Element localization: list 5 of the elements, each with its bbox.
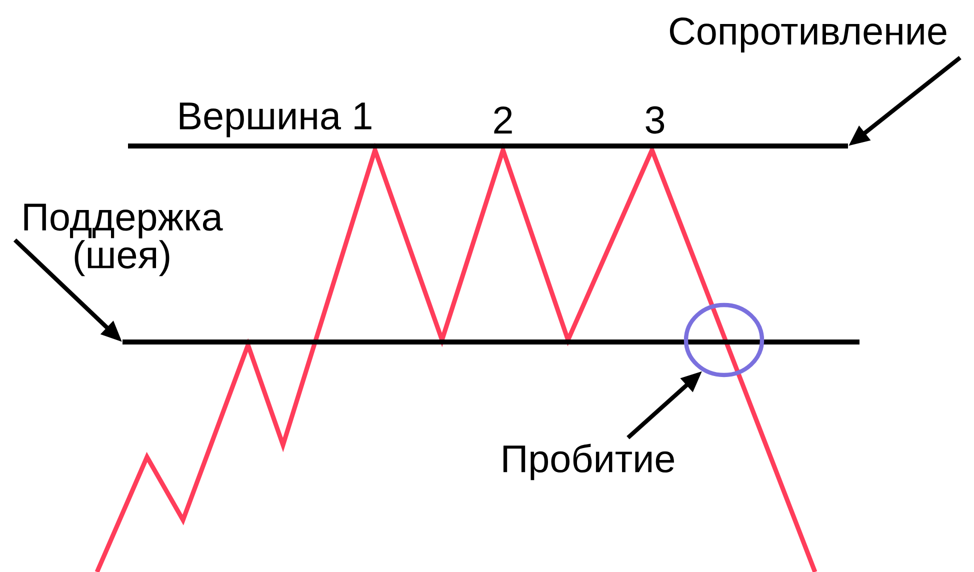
peak-label: Вершина 1	[180, 102, 372, 138]
callout-text: Поддержка (шея)	[24, 204, 223, 276]
breakout-circle	[684, 302, 764, 378]
callout-text: Пробитие	[503, 444, 674, 480]
callout-text: Сопротивление	[670, 17, 946, 52]
